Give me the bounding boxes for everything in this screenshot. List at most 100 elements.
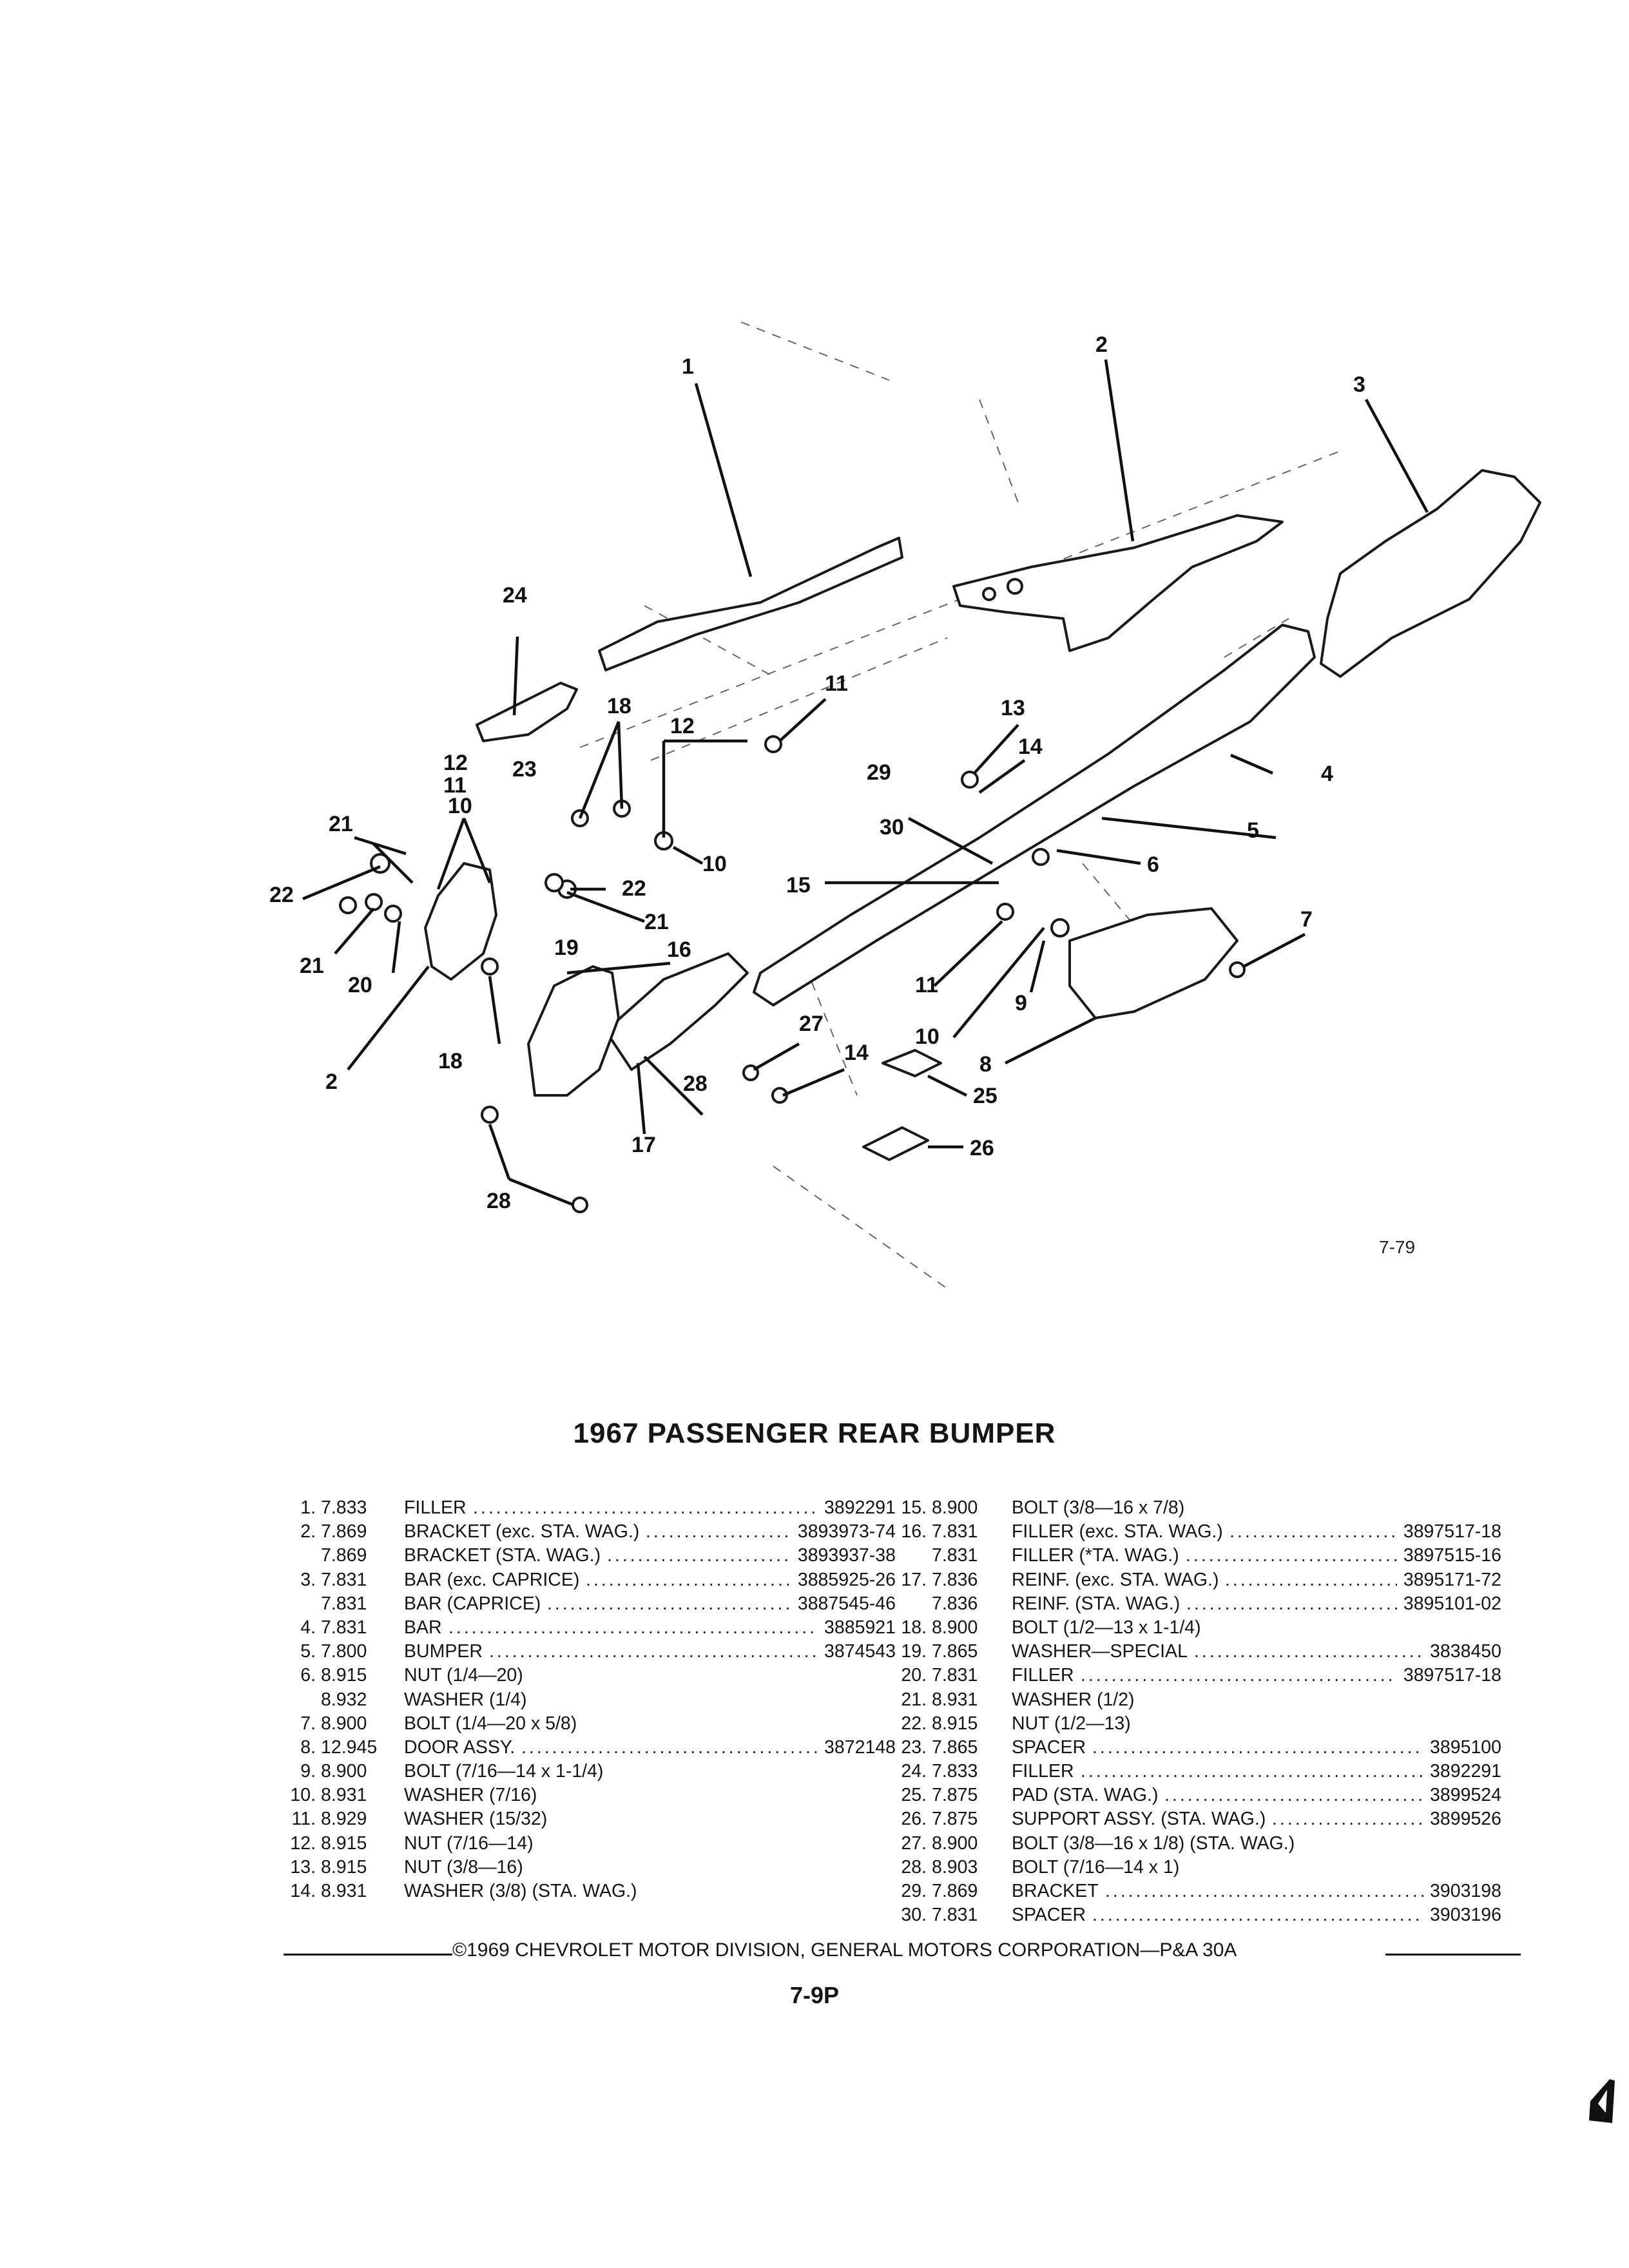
part-group-number: 7.831 — [932, 1665, 978, 1686]
callout-label: 19 — [554, 936, 579, 960]
part-description: BRACKET (exc. STA. WAG.) — [404, 1521, 640, 1542]
part-group-number: 7.833 — [932, 1761, 978, 1782]
callout-label: 22 — [622, 876, 646, 901]
dot-leader: ........................................… — [586, 1569, 791, 1590]
callout-label: 5 — [1247, 818, 1259, 843]
part-item-number: 23. — [901, 1736, 927, 1758]
part-item-number: 20. — [901, 1665, 927, 1686]
part-group-number: 7.869 — [932, 1881, 978, 1901]
part-group-number: 8.900 — [321, 1713, 367, 1734]
part-description: NUT (1/4—20) — [404, 1665, 523, 1686]
callout-label: 15 — [786, 873, 811, 898]
part-group-number: 7.831 — [932, 1521, 978, 1542]
part-description: BAR (CAPRICE) — [404, 1593, 541, 1614]
part-item-number: 21. — [901, 1689, 927, 1710]
part-number: 3897517-18 — [1403, 1665, 1501, 1686]
part-item-number: 19. — [901, 1641, 927, 1662]
part-item-number: 29. — [901, 1881, 927, 1901]
part-number: 3897517-18 — [1403, 1521, 1501, 1542]
callout-label: 22 — [269, 883, 294, 907]
part-group-number: 7.836 — [932, 1593, 978, 1614]
part-item-number: 26. — [901, 1809, 927, 1830]
leader-lines — [302, 359, 1429, 1207]
part-description: SPACER — [1012, 1905, 1086, 1926]
part-description: BOLT (3/8—16 x 7/8) — [1012, 1497, 1185, 1518]
dot-leader: ........................................… — [1081, 1761, 1423, 1782]
part-number: 3899526 — [1430, 1809, 1501, 1830]
part-group-number: 8.929 — [321, 1809, 367, 1830]
part-group-number: 8.900 — [932, 1832, 978, 1854]
fasteners — [339, 735, 1246, 1213]
part-description: BOLT (3/8—16 x 1/8) (STA. WAG.) — [1012, 1832, 1295, 1854]
callout-label: 21 — [644, 910, 669, 934]
part-group-number: 8.932 — [321, 1689, 367, 1710]
part-item-number: 8. — [300, 1736, 316, 1758]
part-description: BAR (exc. CAPRICE) — [404, 1569, 580, 1590]
part-number: 3893973-74 — [797, 1521, 896, 1542]
part-item-number: 24. — [901, 1761, 927, 1782]
callout-label: 17 — [631, 1133, 656, 1157]
callout-label: 28 — [487, 1189, 511, 1213]
dot-leader: ........................................… — [448, 1617, 818, 1638]
part-item-number: 7. — [300, 1713, 316, 1734]
callout-label: 12 — [670, 714, 695, 738]
part-description: REINF. (exc. STA. WAG.) — [1012, 1569, 1219, 1590]
part-number: 3903198 — [1430, 1881, 1501, 1901]
part-description: PAD (STA. WAG.) — [1012, 1785, 1159, 1806]
part-item-number: 28. — [901, 1856, 927, 1878]
part-group-number: 8.915 — [932, 1713, 978, 1734]
part-group-number: 7.869 — [321, 1545, 367, 1566]
part-group-number: 7.865 — [932, 1736, 978, 1758]
door-assy-part-8 — [1068, 907, 1239, 1019]
part-group-number: 7.800 — [321, 1641, 367, 1662]
callout-label: 7 — [1300, 907, 1313, 932]
bracket-hole — [982, 587, 996, 601]
part-group-number: 8.931 — [321, 1881, 367, 1901]
part-number: 3899524 — [1430, 1785, 1501, 1806]
dot-leader: ........................................… — [1164, 1785, 1423, 1806]
part-description: WASHER (15/32) — [404, 1809, 548, 1830]
reinf-part-17 — [604, 952, 749, 1071]
callout-label: 18 — [438, 1049, 463, 1073]
dot-leader: ........................................… — [1105, 1881, 1423, 1901]
dot-leader: ........................................… — [607, 1545, 791, 1566]
part-number: 3895100 — [1430, 1736, 1501, 1758]
copyright-footer: ©1969 CHEVROLET MOTOR DIVISION, GENERAL … — [284, 1939, 1521, 1965]
part-description: SPACER — [1012, 1736, 1086, 1758]
callout-label: 2 — [1095, 332, 1108, 357]
dot-leader: ........................................… — [1081, 1665, 1397, 1686]
callout-label: 1 — [682, 354, 694, 379]
part-number: 3895171-72 — [1403, 1569, 1501, 1590]
support-part-26 — [862, 1126, 929, 1161]
bar-part-3 — [1320, 469, 1541, 678]
part-group-number: 8.900 — [932, 1617, 978, 1638]
part-number: 3887545-46 — [797, 1593, 896, 1614]
callout-label: 30 — [880, 815, 904, 840]
part-item-number: 10. — [290, 1785, 316, 1806]
dot-leader: ........................................… — [1092, 1905, 1423, 1926]
part-group-number: 7.869 — [321, 1521, 367, 1542]
part-description: DOOR ASSY. — [404, 1736, 516, 1758]
part-description: BAR — [404, 1617, 442, 1638]
dot-leader: ........................................… — [521, 1736, 818, 1758]
callout-label: 21 — [300, 954, 324, 978]
part-group-number: 8.931 — [932, 1689, 978, 1710]
callout-label: 11 — [825, 671, 848, 696]
part-description: WASHER—SPECIAL — [1012, 1641, 1188, 1662]
